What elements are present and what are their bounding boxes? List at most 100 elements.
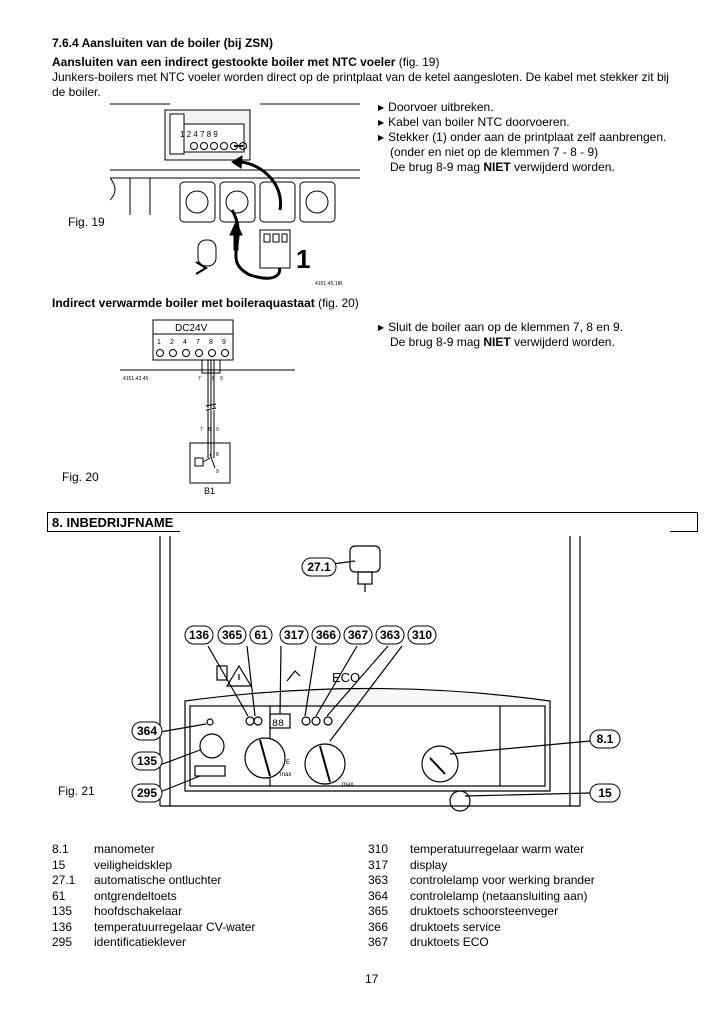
legend-num: 136 [52, 919, 73, 934]
fig-19-label: Fig. 19 [68, 215, 105, 229]
step-3: Stekker (1) onder aan de printplaat zelf… [378, 130, 666, 146]
legend-num: 310 [368, 842, 389, 856]
legend-text: ontgrendeltoets [94, 888, 177, 903]
legend-num: 366 [368, 919, 389, 934]
paragraph-line-2: de boiler. [52, 85, 101, 99]
display-readout: 88 [272, 719, 284, 730]
dial-2-max: max [342, 782, 353, 788]
legend-num: 365 [368, 904, 389, 918]
step-2: Kabel van boiler NTC doorvoeren. [378, 115, 569, 131]
legend-row: 61 ontgrendeltoets [52, 889, 352, 905]
callout-8-1: 8.1 [597, 732, 614, 746]
legend-row: 135 hoofdschakelaar [52, 904, 352, 920]
fig20-terminal-7: 7 [196, 339, 200, 346]
legend-text: druktoets ECO [410, 935, 489, 949]
legend-text: automatische ontluchter [94, 873, 222, 887]
section-8-header: 8. INBEDRIJFNAME [47, 512, 698, 534]
legend-num: 317 [368, 857, 389, 872]
subsection-2-title: Indirect verwarmde boiler met boileraqua… [52, 296, 359, 311]
legend-text: controlelamp (netaansluiting aan) [410, 888, 588, 903]
legend-text: manometer [94, 842, 155, 856]
legend-text: veiligheidsklep [94, 857, 173, 872]
legend-row: 364 controlelamp (netaansluiting aan) [368, 889, 698, 905]
legend-num: 363 [368, 873, 389, 887]
legend-text: druktoets service [410, 919, 501, 934]
legend-num: 61 [52, 888, 66, 903]
dial-1-max: max [280, 772, 291, 778]
fig20-box-8: 8 [216, 452, 219, 458]
subsection-2-title-ref: (fig. 20) [318, 296, 359, 310]
callout-310: 310 [412, 628, 432, 642]
fig-20-label: Fig. 20 [62, 470, 99, 484]
fig20-terminal-4: 4 [183, 339, 187, 346]
fig19-terminal-numbers: 1 2 4 7 8 9 [180, 130, 218, 139]
callout-295: 295 [137, 786, 157, 800]
legend-text: hoofdschakelaar [94, 904, 183, 918]
legend-num: 15 [52, 857, 66, 872]
step-connect: Sluit de boiler aan op de klemmen 7, 8 e… [378, 320, 623, 336]
bridge-note-1-bold: NIET [483, 160, 511, 174]
legend-num: 135 [52, 904, 73, 918]
bridge-note-1: De brug 8-9 mag NIET verwijderd worden. [390, 160, 615, 175]
fig20-dc-label: DC24V [175, 323, 208, 334]
figure-20: DC24V 1 2 4 7 8 9 4151-43.45 7 8 9 7 8 9… [120, 318, 295, 498]
bridge-note-2-post: verwijderd worden. [510, 335, 615, 349]
fig19-callout-1: 1 [296, 244, 310, 274]
callout-61: 61 [254, 628, 268, 642]
bridge-note-2: De brug 8-9 mag NIET verwijderd worden. [390, 335, 615, 350]
figure-19-drawing: 1 2 4 7 8 9 1 4151-45.1IR [109, 103, 360, 287]
subsection-1-title-ref: (fig. 19) [398, 55, 440, 69]
subsection-2-title-text: Indirect verwarmde boiler met boileraqua… [52, 296, 315, 310]
paragraph-line-1: Junkers-boilers met NTC voeler worden di… [52, 70, 669, 84]
legend-num: 295 [52, 935, 73, 949]
bridge-note-1-pre: De brug 8-9 mag [390, 160, 484, 174]
legend-row: 365 druktoets schoorsteenveger [368, 904, 698, 920]
legend-text: display [410, 857, 448, 872]
callout-317: 317 [284, 628, 304, 642]
fig20-code: 4151-43.45 [123, 376, 149, 382]
figure-20-drawing: DC24V 1 2 4 7 8 9 4151-43.45 7 8 9 7 8 9… [120, 319, 295, 496]
legend-text: druktoets schoorsteenveger [410, 904, 559, 918]
fig19-code: 4151-45.1IR [315, 281, 343, 287]
fig-21-label: Fig. 21 [58, 784, 95, 798]
section-8-title: 8. INBEDRIJFNAME [52, 515, 178, 530]
fig20-terminal-1: 1 [157, 339, 161, 346]
legend-row: 317 display [368, 858, 698, 874]
fig20-wire-bottom-9: 9 [216, 427, 219, 433]
legend-text: controlelamp voor werking brander [410, 873, 595, 887]
legend-row: 363 controlelamp voor werking brander [368, 873, 698, 889]
fig20-terminal-2: 2 [170, 339, 174, 346]
legend-text: identificatieklever [94, 935, 187, 949]
fig21-callouts-top: 136 365 61 317 366 367 363 310 [184, 625, 437, 645]
callout-367: 367 [348, 628, 368, 642]
section-title: 7.6.4 Aansluiten van de boiler (bij ZSN) [52, 36, 273, 50]
callout-135: 135 [137, 754, 157, 768]
step-3-continued: (onder en niet op de klemmen 7 - 8 - 9) [390, 145, 599, 159]
fig20-wire-top-9: 9 [220, 376, 223, 382]
dial-1-e: E [286, 760, 290, 766]
fig20-wire-bottom-8: 8 [208, 427, 211, 433]
bridge-note-2-bold: NIET [483, 335, 511, 349]
figure-21-drawing: 136 365 61 317 366 367 363 310 27.1 364 … [131, 536, 621, 812]
eco-label: ECO [332, 670, 360, 685]
callout-15: 15 [598, 786, 612, 800]
bridge-note-1-post: verwijderd worden. [510, 160, 615, 174]
callout-27-1: 27.1 [307, 560, 331, 574]
callout-366: 366 [316, 628, 336, 642]
legend-row: 295 identificatieklever [52, 935, 352, 951]
callout-364: 364 [137, 724, 157, 738]
fig20-b1: B1 [204, 486, 215, 496]
subsection-1-title: Aansluiten van een indirect gestookte bo… [52, 55, 439, 70]
figure-21: 136 365 61 317 366 367 363 310 27.1 364 … [120, 536, 640, 836]
fig20-wire-bottom-7: 7 [200, 427, 203, 433]
legend-num: 364 [368, 888, 389, 903]
legend-row: 15 veiligheidsklep [52, 858, 352, 874]
bridge-note-2-pre: De brug 8-9 mag [390, 335, 484, 349]
